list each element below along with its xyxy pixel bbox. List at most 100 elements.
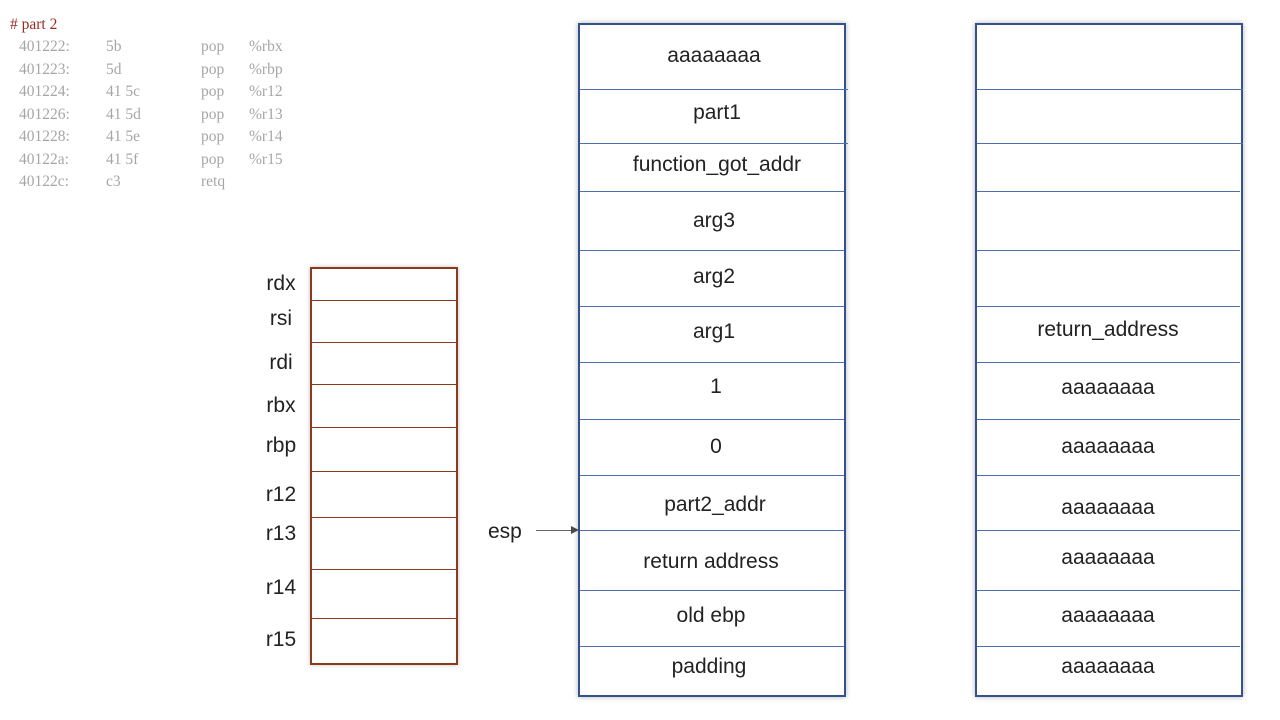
- register-divider: [312, 618, 456, 619]
- stack-right-cell: aaaaaaaa: [1061, 496, 1155, 519]
- stack-left-divider: [580, 89, 848, 90]
- stack-left-cell: part2_addr: [664, 493, 766, 516]
- asm-address: 401226:: [19, 105, 70, 123]
- stack-right-cell: aaaaaaaa: [1061, 376, 1155, 399]
- register-label-r13: r13: [265, 522, 297, 545]
- asm-operand: %rbx: [249, 38, 283, 55]
- asm-line: 401222: 5b pop %rbx: [10, 36, 283, 59]
- asm-operand: %r14: [249, 128, 283, 145]
- register-label-r15: r15: [265, 628, 297, 651]
- asm-mnemonic: pop: [201, 150, 225, 168]
- stack-left-divider: [580, 143, 848, 144]
- stack-left-divider: [580, 306, 844, 307]
- stack-right-divider: [977, 362, 1240, 363]
- asm-line: 401226: 41 5d pop %r13: [10, 104, 283, 127]
- asm-line: 40122a: 41 5f pop %r15: [10, 149, 283, 172]
- stack-right-cell: aaaaaaaa: [1061, 655, 1155, 678]
- asm-mnemonic: pop: [201, 128, 225, 145]
- asm-address: 401222:: [19, 38, 70, 55]
- asm-operand: %r13: [249, 105, 283, 123]
- stack-right: [975, 23, 1243, 697]
- asm-bytes: 41 5c: [106, 83, 141, 100]
- register-divider: [312, 384, 456, 385]
- stack-right-cell: aaaaaaaa: [1061, 604, 1155, 627]
- stack-right-divider: [977, 530, 1240, 531]
- stack-right-cell: aaaaaaaa: [1061, 546, 1155, 569]
- stack-right-divider: [977, 475, 1240, 476]
- register-label-rbx: rbx: [266, 394, 296, 417]
- asm-bytes: 5b: [106, 38, 122, 55]
- register-label-r12: r12: [265, 483, 297, 506]
- register-divider: [312, 342, 456, 343]
- asm-mnemonic: pop: [201, 60, 225, 78]
- stack-right-divider: [977, 191, 1240, 192]
- register-label-rdi: rdi: [269, 351, 293, 374]
- stack-left-cell: part1: [693, 101, 741, 124]
- stack-left-cell: arg2: [692, 265, 736, 288]
- stack-left-cell: 0: [710, 435, 722, 458]
- stack-left-cell: return address: [643, 550, 779, 573]
- stack-right-divider: [977, 419, 1240, 420]
- stack-right-divider: [977, 143, 1243, 144]
- stack-left-cell: 1: [710, 375, 722, 398]
- asm-bytes: c3: [106, 173, 121, 190]
- stack-left-divider: [580, 250, 844, 251]
- stack-right-divider: [977, 250, 1240, 251]
- register-label-rbp: rbp: [265, 434, 297, 457]
- register-label-rsi: rsi: [269, 307, 293, 330]
- asm-bytes: 41 5f: [106, 150, 139, 168]
- stack-left-divider: [580, 646, 844, 647]
- register-divider: [312, 427, 456, 428]
- register-divider: [312, 569, 456, 570]
- stack-right-cell: return_address: [1037, 318, 1179, 341]
- asm-mnemonic: pop: [201, 83, 225, 100]
- asm-address: 40122c:: [19, 173, 69, 190]
- esp-label: esp: [488, 520, 522, 543]
- asm-operand: %r15: [249, 150, 283, 168]
- asm-title: # part 2: [10, 16, 58, 33]
- asm-address: 40122a:: [19, 150, 69, 168]
- asm-mnemonic: pop: [201, 38, 225, 55]
- asm-bytes: 41 5e: [106, 128, 141, 145]
- stack-left-cell: function_got_addr: [632, 153, 802, 176]
- stack-left-cell: aaaaaaaa: [667, 44, 761, 67]
- stack-left-divider: [580, 362, 844, 363]
- asm-operand: %r12: [249, 83, 283, 100]
- register-label-rdx: rdx: [266, 272, 296, 295]
- stack-left-cell: arg3: [692, 209, 736, 232]
- asm-bytes: 41 5d: [106, 105, 141, 123]
- register-divider: [312, 300, 456, 301]
- stack-left-divider: [580, 530, 844, 531]
- esp-arrow-line: [536, 530, 572, 531]
- stack-left-divider: [580, 191, 844, 192]
- stack-right-cell: aaaaaaaa: [1061, 435, 1155, 458]
- register-divider: [312, 471, 456, 472]
- stack-left-divider: [580, 590, 844, 591]
- asm-line: 401228: 41 5e pop %r14: [10, 126, 283, 149]
- stack-right-divider: [977, 89, 1243, 90]
- asm-address: 401223:: [19, 60, 70, 78]
- stack-left-divider: [580, 419, 844, 420]
- stack-right-divider: [977, 646, 1240, 647]
- asm-bytes: 5d: [106, 60, 122, 78]
- stack-left-cell: arg1: [692, 320, 736, 343]
- stack-left-cell: padding: [671, 655, 747, 678]
- asm-line: 401224: 41 5c pop %r12: [10, 81, 283, 104]
- stack-left-divider: [580, 475, 844, 476]
- register-divider: [312, 517, 456, 518]
- asm-line: 40122c: c3 retq: [10, 171, 225, 194]
- esp-arrow-head: [571, 526, 579, 534]
- asm-address: 401224:: [19, 83, 70, 100]
- asm-operand: %rbp: [249, 60, 283, 78]
- asm-address: 401228:: [19, 128, 70, 145]
- assembly-listing: # part 2 401222: 5b pop %rbx 401223: 5d pop %rb…: [10, 14, 283, 194]
- asm-line: 401223: 5d pop %rbp: [10, 59, 283, 82]
- stack-left-cell: old ebp: [676, 604, 746, 627]
- register-label-r14: r14: [265, 576, 297, 599]
- stack-right-divider: [977, 590, 1240, 591]
- stack-left: [578, 23, 846, 697]
- asm-mnemonic: pop: [201, 105, 225, 123]
- stack-right-divider: [977, 306, 1240, 307]
- register-table: [310, 267, 458, 665]
- asm-mnemonic: retq: [201, 173, 226, 190]
